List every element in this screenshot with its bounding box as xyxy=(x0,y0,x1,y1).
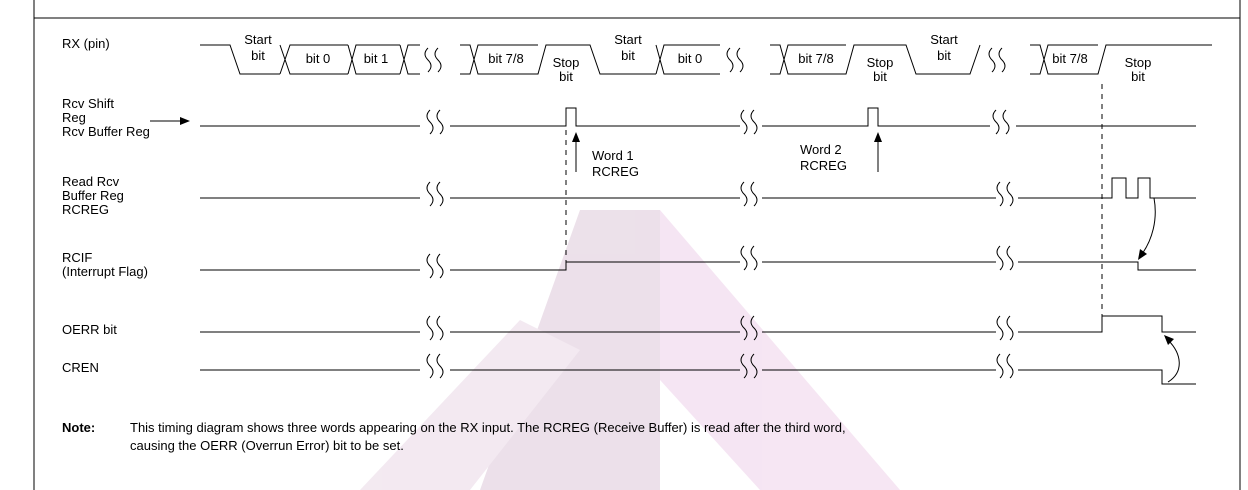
rx-bit0-1: bit 0 xyxy=(306,51,331,66)
word1-rcreg: RCREG xyxy=(592,164,639,179)
note-label: Note: xyxy=(62,420,95,435)
rx-start-bit-3: bit xyxy=(937,48,951,63)
rx-bit-labels: Start bit bit 0 bit 1 bit 7/8 Stop bit S… xyxy=(244,32,1151,84)
signal-labels: RX (pin) Rcv Shift Reg Rcv Buffer Reg Re… xyxy=(62,36,150,375)
rcv-buffer-waveform xyxy=(200,107,1196,135)
label-interrupt-flag: (Interrupt Flag) xyxy=(62,264,148,279)
label-rcif: RCIF xyxy=(62,250,92,265)
note-block: Note: This timing diagram shows three wo… xyxy=(62,420,846,453)
word1-label: Word 1 xyxy=(592,148,634,163)
label-oerr-bit: OERR bit xyxy=(62,322,117,337)
rx-stop-bit-2: bit xyxy=(873,69,887,84)
rx-bit78-3: bit 7/8 xyxy=(1052,51,1087,66)
word2-label: Word 2 xyxy=(800,142,842,157)
rx-start-bit-1: bit xyxy=(251,48,265,63)
rx-stop-bit-1: bit xyxy=(559,69,573,84)
word-arrows xyxy=(572,132,882,172)
label-cren: CREN xyxy=(62,360,99,375)
rx-start-1: Start xyxy=(244,32,272,47)
label-rcv-shift-reg: Reg xyxy=(62,110,86,125)
watermark-logo xyxy=(360,210,900,490)
rcif-waveform xyxy=(200,245,1196,279)
cren-to-oerr-arrow xyxy=(1164,335,1180,383)
figure-border xyxy=(33,0,1241,490)
rx-bit1-1: bit 1 xyxy=(364,51,389,66)
rx-start-3: Start xyxy=(930,32,958,47)
label-rcv-buffer-reg: Rcv Buffer Reg xyxy=(62,124,150,139)
rx-start-bit-2: bit xyxy=(621,48,635,63)
rx-stop-bit-3: bit xyxy=(1131,69,1145,84)
cren-waveform xyxy=(200,353,1196,385)
dashed-markers xyxy=(565,84,1103,316)
note-line-2: causing the OERR (Overrun Error) bit to … xyxy=(130,438,404,453)
rx-stop-1: Stop xyxy=(553,55,580,70)
label-buffer-reg: Buffer Reg xyxy=(62,188,124,203)
read-to-rcif-arrow xyxy=(1138,197,1156,260)
oerr-waveform xyxy=(200,315,1196,341)
rx-start-2: Start xyxy=(614,32,642,47)
label-rx-pin: RX (pin) xyxy=(62,36,110,51)
rx-bit0-2: bit 0 xyxy=(678,51,703,66)
label-read-rcv: Read Rcv xyxy=(62,174,120,189)
rx-bit78-1: bit 7/8 xyxy=(488,51,523,66)
note-line-1: This timing diagram shows three words ap… xyxy=(130,420,846,435)
word2-rcreg: RCREG xyxy=(800,158,847,173)
rx-waveform xyxy=(200,44,1212,75)
word-labels: Word 1 RCREG Word 2 RCREG xyxy=(592,142,847,179)
rx-stop-2: Stop xyxy=(867,55,894,70)
label-rcv-shift: Rcv Shift xyxy=(62,96,114,111)
rx-stop-3: Stop xyxy=(1125,55,1152,70)
label-rcreg: RCREG xyxy=(62,202,109,217)
rx-bit78-2: bit 7/8 xyxy=(798,51,833,66)
shift-arrow xyxy=(150,117,190,125)
read-rcreg-waveform xyxy=(200,177,1196,207)
